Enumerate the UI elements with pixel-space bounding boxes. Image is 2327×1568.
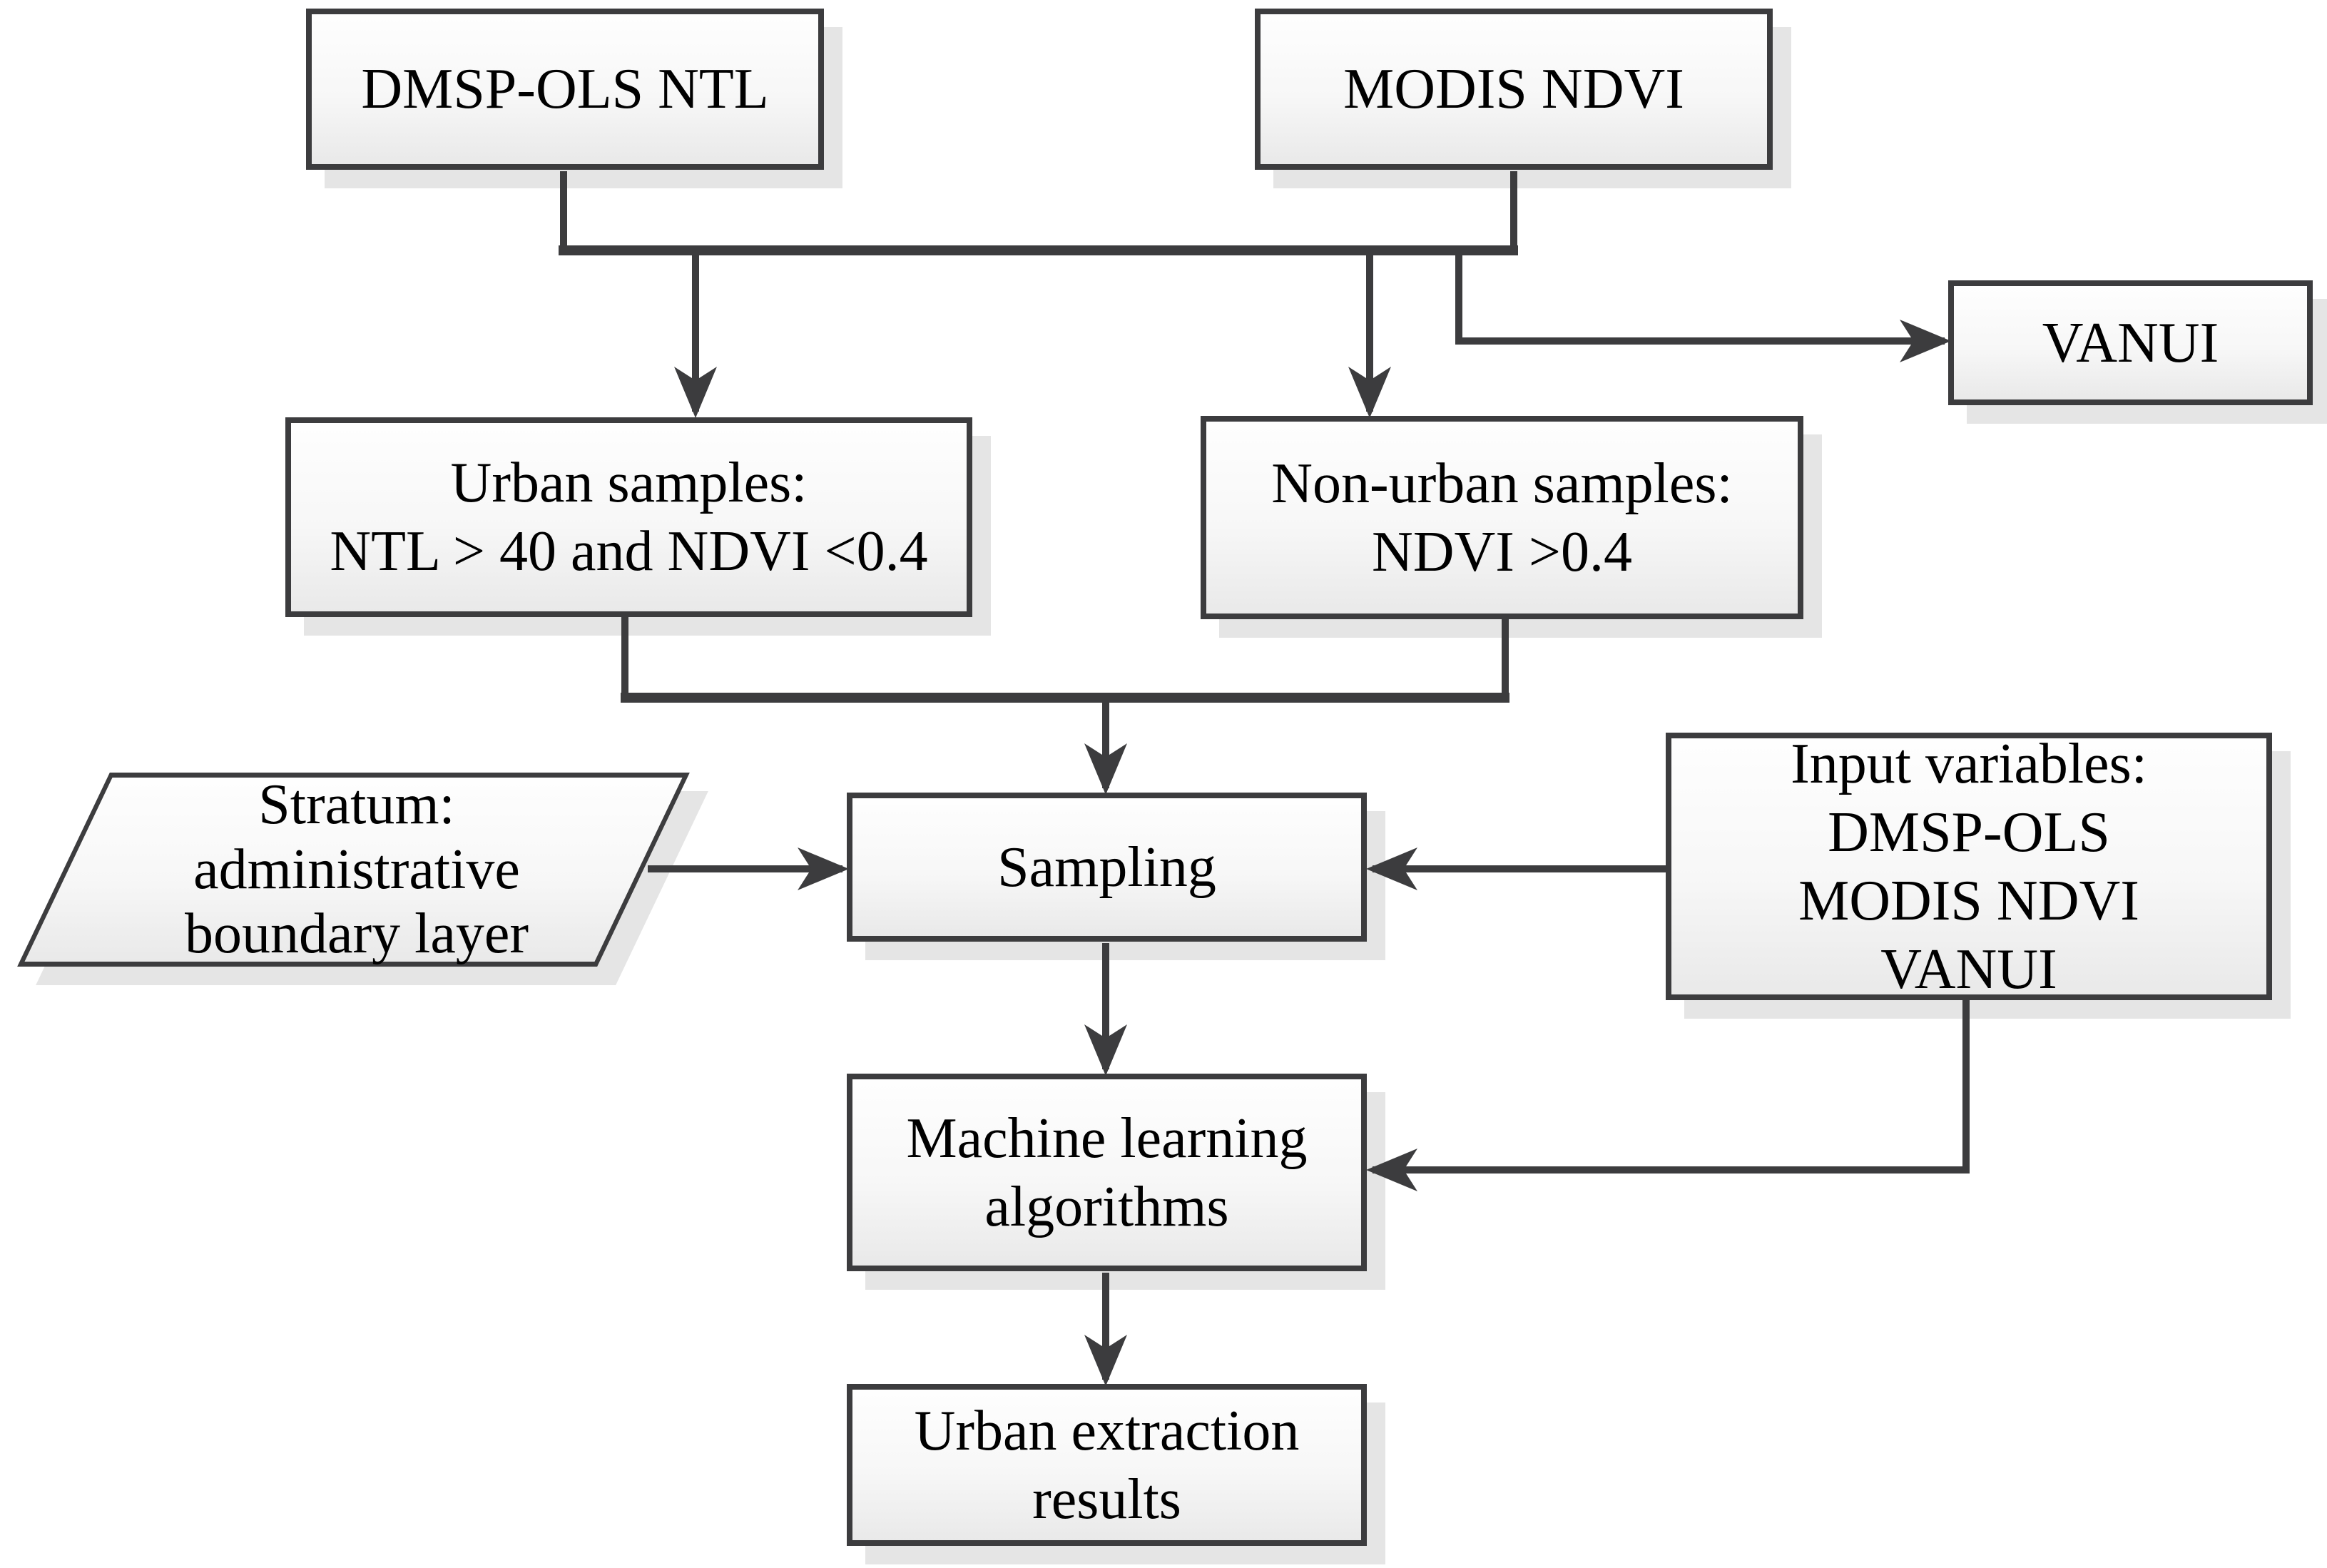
node-label: boundary layer: [184, 902, 529, 966]
node-label: Sampling: [997, 835, 1216, 899]
node-stratum-label: Stratum: administrative boundary layer: [43, 773, 671, 967]
connector-input-to-ml: [1366, 999, 1970, 1191]
node-label: DMSP-OLS NTL: [361, 58, 769, 121]
node-sampling: Sampling: [847, 793, 1367, 942]
node-label: administrative: [193, 838, 520, 901]
node-label: NTL > 40 and NDVI <0.4: [330, 520, 928, 583]
node-label: Stratum:: [258, 773, 455, 837]
node-label: MODIS NDVI: [1798, 869, 2139, 932]
node-non-urban-samples: Non-urban samples: NDVI >0.4: [1201, 416, 1803, 619]
node-urban-extraction-results: Urban extraction results: [847, 1384, 1367, 1546]
node-input-variables: Input variables: DMSP-OLS MODIS NDVI VAN…: [1666, 732, 2272, 1001]
node-label: Input variables:: [1791, 732, 2147, 795]
node-urban-samples: Urban samples: NTL > 40 and NDVI <0.4: [285, 417, 972, 617]
node-label: VANUI: [1880, 937, 2057, 1001]
connector-to-vanui: [1455, 253, 1951, 362]
node-machine-learning-algorithms: Machine learning algorithms: [847, 1074, 1367, 1271]
node-label: VANUI: [2042, 311, 2219, 375]
node-vanui: VANUI: [1948, 280, 2313, 405]
node-label: Urban samples:: [450, 452, 808, 514]
node-label: NDVI >0.4: [1371, 520, 1633, 584]
node-label: Urban extraction: [914, 1399, 1300, 1462]
node-label: Machine learning: [906, 1106, 1308, 1170]
node-label: MODIS NDVI: [1343, 58, 1684, 121]
node-label: results: [1032, 1467, 1181, 1531]
node-label: DMSP-OLS: [1828, 800, 2110, 864]
node-label: Non-urban samples:: [1271, 452, 1733, 515]
node-dmsp-ols-ntl: DMSP-OLS NTL: [306, 9, 824, 170]
node-modis-ndvi: MODIS NDVI: [1255, 9, 1773, 170]
node-label: algorithms: [984, 1175, 1229, 1238]
